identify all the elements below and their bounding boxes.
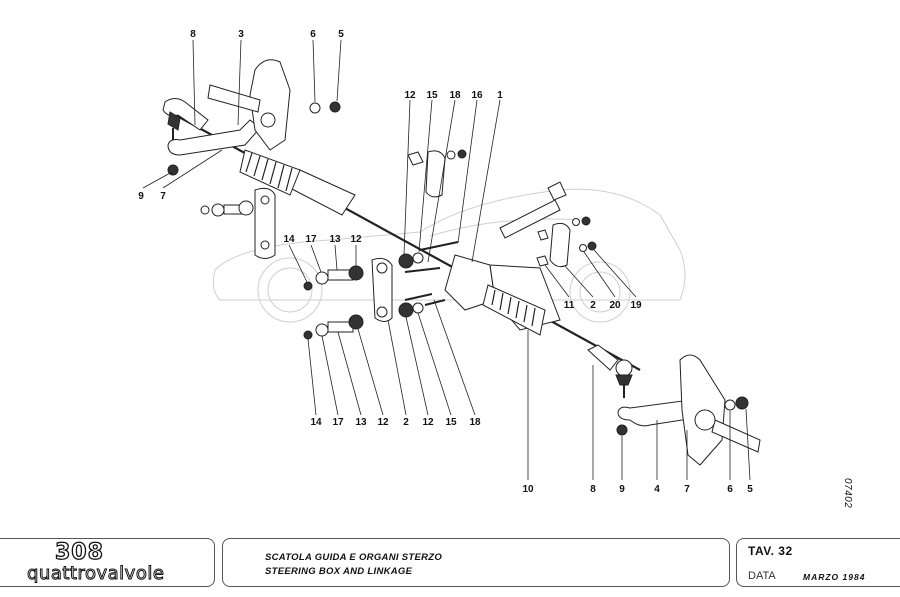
right-tie-rod-end: [587, 344, 633, 398]
left-steering-knuckle: [207, 59, 291, 151]
callouts-left-side: 9 7: [138, 191, 166, 202]
callout-label: 12: [422, 417, 434, 428]
upper-bushing-set: [303, 265, 364, 291]
callout-label: 20: [609, 300, 621, 311]
callout-label: 16: [471, 90, 483, 101]
callout-label: 17: [332, 417, 344, 428]
title-italian: SCATOLA GUIDA E ORGANI STERZO: [265, 552, 443, 563]
rack-boot-right: [482, 284, 546, 336]
callout-label: 15: [426, 90, 438, 101]
callouts-mid-lower: 14 17 13 12 2 12 15 18: [310, 417, 481, 428]
callout-label: 17: [305, 234, 317, 245]
left-mounting-bolt: [200, 200, 254, 217]
right-steering-knuckle: [679, 354, 761, 466]
left-steering-arm: [167, 119, 261, 156]
callouts-bottom-right: 10 8 9 4 7 6 5: [522, 484, 753, 495]
callouts-top-center: 12 15 18 16 1: [404, 90, 503, 101]
left-washer: [309, 102, 321, 114]
callout-label: 15: [445, 417, 457, 428]
left-mounting-clamp: [254, 187, 276, 259]
left-nut: [329, 101, 341, 113]
drawing-number: 07402: [842, 478, 853, 509]
title-block-table-info: TAV. 32 DATA MARZO 1984: [736, 538, 900, 587]
callout-label: 9: [619, 484, 625, 495]
exploded-parts-diagram: 8 3 6 5 9 7 12 15 18 16 1 14 17 13 12 11…: [138, 29, 761, 495]
logo-model-number: 308: [54, 539, 104, 565]
right-lock-nut: [616, 424, 628, 436]
callout-label: 7: [160, 191, 166, 202]
callouts-mid-right: 11 2 20 19: [564, 300, 642, 311]
right-washer: [724, 399, 736, 411]
right-steering-arm: [617, 399, 696, 427]
callout-label: 12: [350, 234, 362, 245]
right-bushings: [398, 241, 459, 318]
callout-label: 1: [497, 90, 503, 101]
title-english: STEERING BOX AND LINKAGE: [265, 566, 413, 577]
right-nut: [735, 396, 749, 410]
callout-label: 12: [377, 417, 389, 428]
car-silhouette-outline: [212, 188, 686, 323]
callout-label: 18: [469, 417, 481, 428]
date-value: MARZO 1984: [803, 572, 866, 582]
callout-label: 2: [590, 300, 596, 311]
center-mounting-clamp: [371, 257, 393, 322]
callout-label: 4: [654, 484, 660, 495]
callout-label: 9: [138, 191, 144, 202]
callout-label: 3: [238, 29, 244, 40]
callout-label: 8: [190, 29, 196, 40]
table-number: TAV. 32: [748, 544, 793, 558]
rack-boot-left: [239, 149, 301, 196]
callout-label: 10: [522, 484, 534, 495]
callout-label: 12: [404, 90, 416, 101]
callout-label: 2: [403, 417, 409, 428]
callout-label: 6: [310, 29, 316, 40]
right-clamp: [536, 216, 597, 268]
lower-bushing-set: [303, 314, 364, 340]
callout-label: 14: [283, 234, 295, 245]
callout-label: 13: [355, 417, 367, 428]
steering-rack: [169, 111, 641, 371]
callouts-top-left: 8 3 6 5: [190, 29, 344, 40]
callout-label: 19: [630, 300, 642, 311]
callout-label: 13: [329, 234, 341, 245]
title-block-logo: 308 quattrovalvole: [0, 538, 215, 587]
left-tie-rod-end: [162, 98, 209, 140]
upper-clamp: [407, 149, 467, 198]
callout-label: 5: [338, 29, 344, 40]
callout-label: 7: [684, 484, 690, 495]
leader-lines: [142, 39, 751, 481]
callouts-mid-upper: 14 17 13 12: [283, 234, 362, 245]
callout-label: 14: [310, 417, 322, 428]
callout-label: 11: [564, 300, 575, 311]
callout-label: 18: [449, 90, 461, 101]
logo-model-name: quattrovalvole: [26, 563, 165, 585]
title-block-description: SCATOLA GUIDA E ORGANI STERZO STEERING B…: [222, 538, 730, 587]
callout-label: 6: [727, 484, 733, 495]
callout-label: 5: [747, 484, 753, 495]
callout-label: 8: [590, 484, 596, 495]
date-label: DATA: [748, 570, 776, 582]
